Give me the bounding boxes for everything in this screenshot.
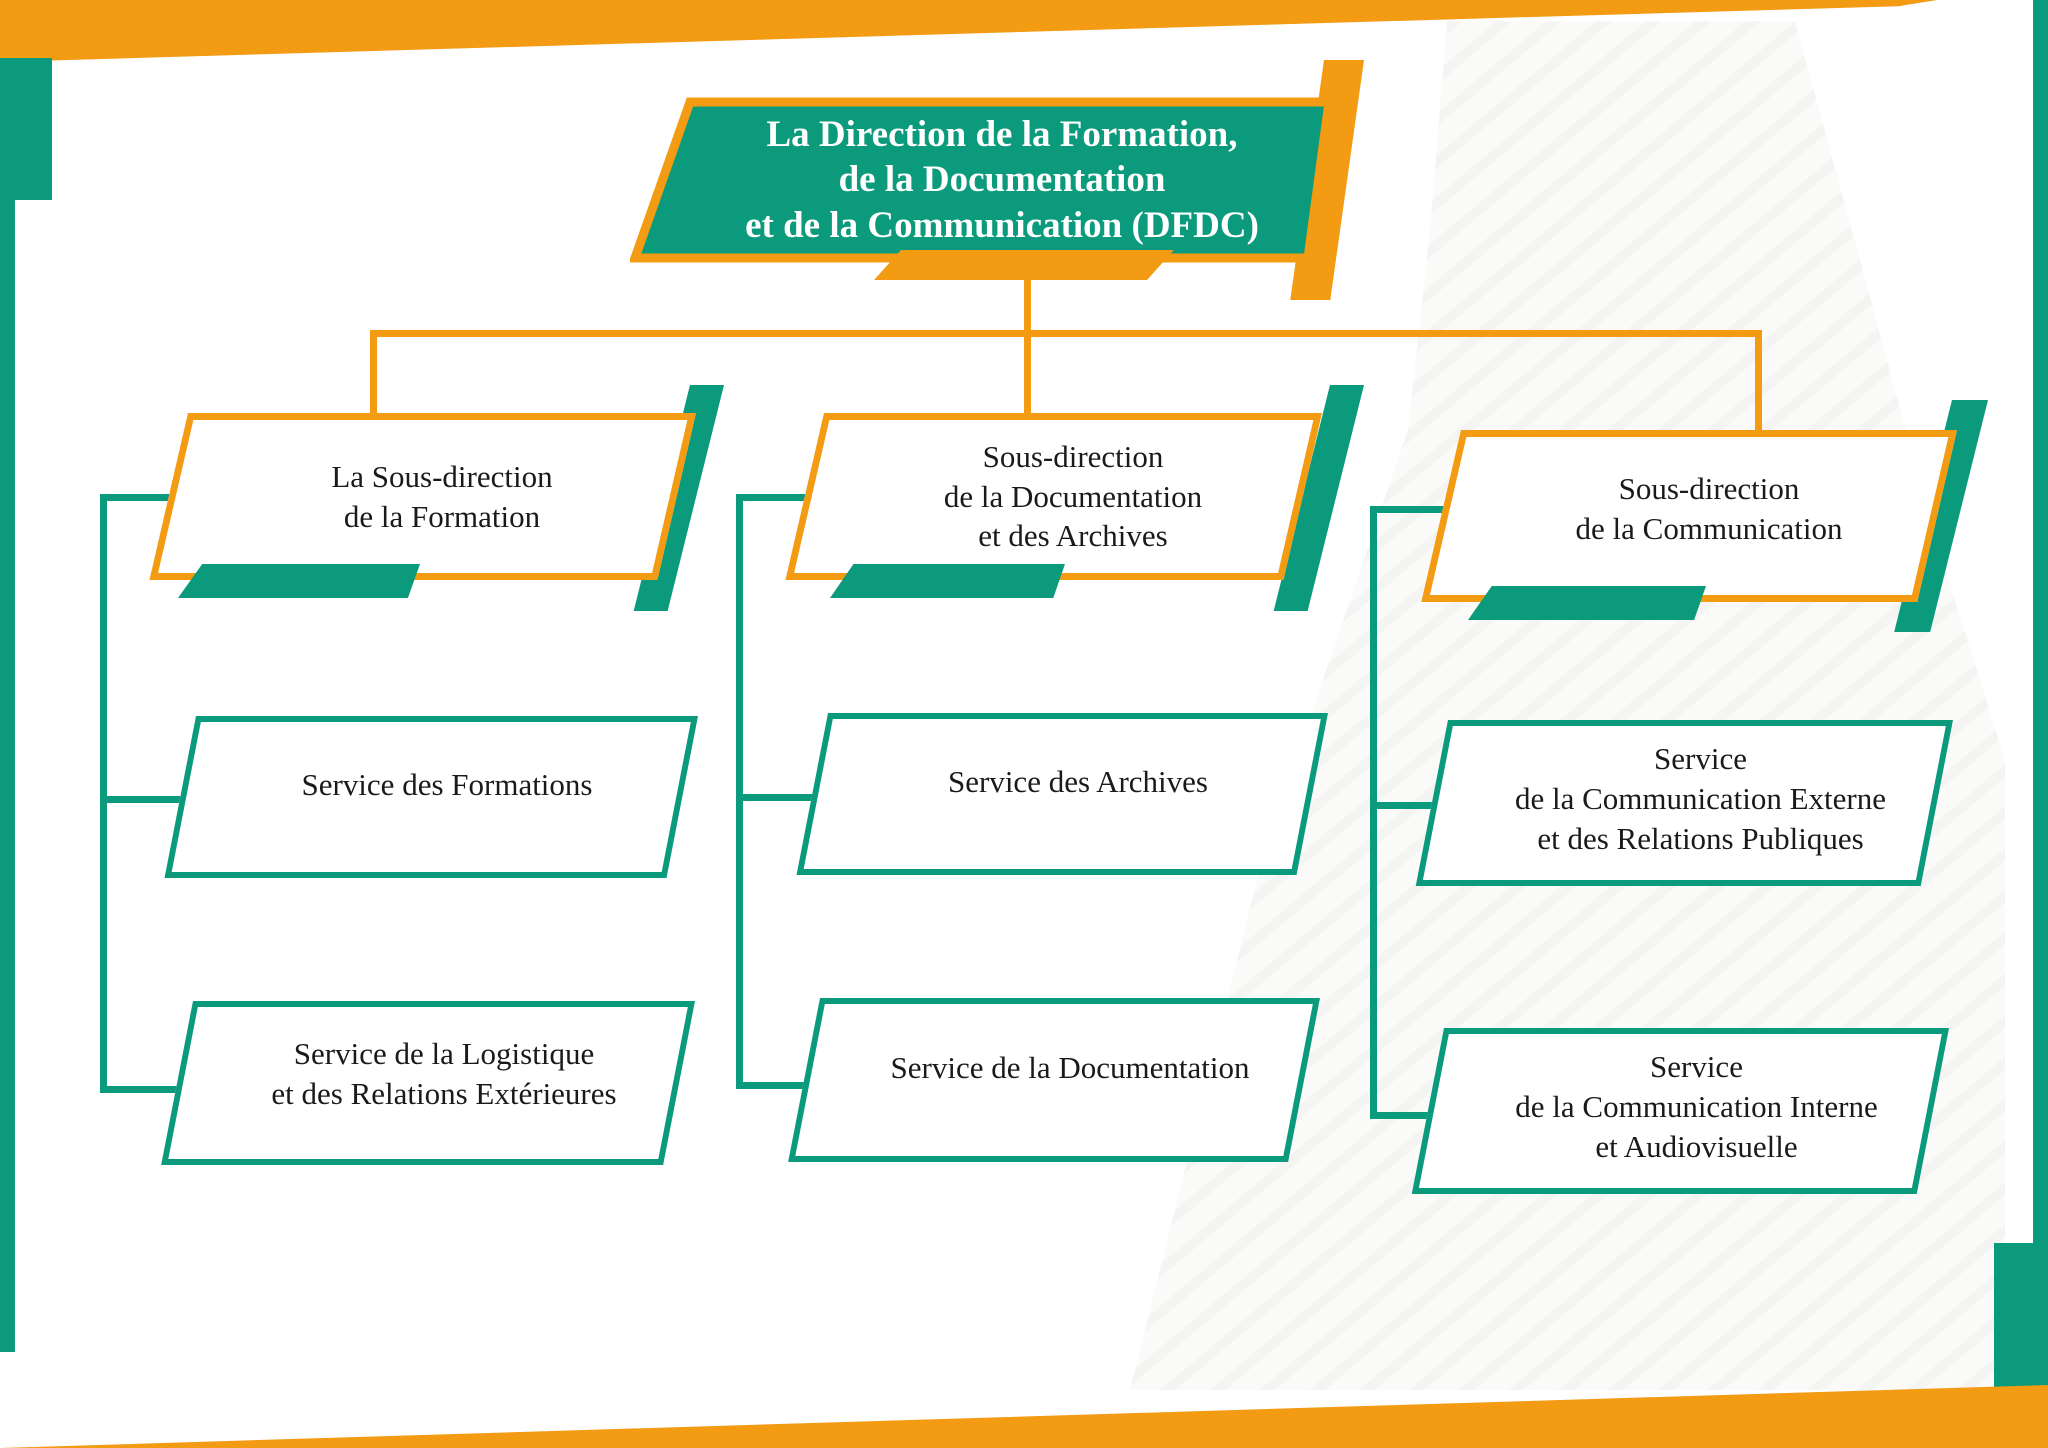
connector-branch3-elbow1 [1370,802,1442,809]
branch-box-documentation: Sous-direction de la Documentation et de… [785,413,1322,580]
connector-branch1-stub [100,494,192,501]
connector-branch2-stub [736,494,824,501]
branch2-label: Sous-direction de la Documentation et de… [943,438,1203,554]
right-green-strip [2033,0,2048,1245]
branch-box-formation: La Sous-direction de la Formation [149,413,696,580]
branch1-label: La Sous-direction de la Formation [331,458,553,534]
service1-1-label: Service des Formations [301,767,593,803]
root-box-orange-bottom-slab [874,250,1174,280]
branch-box-communication: Sous-direction de la Communication [1421,430,1957,602]
connector-branch2-vertical [736,494,743,1088]
connector-branch1-elbow1 [100,796,192,803]
service-box-archives: Service des Archives [796,713,1328,875]
service-box-documentation: Service de la Documentation [788,998,1320,1162]
left-green-strip [0,198,15,1352]
connector-branch2-elbow1 [736,794,822,801]
service-box-communication-externe: Service de la Communication Externe et d… [1415,720,1953,886]
connector-branch1-vertical [100,494,107,1092]
connector-drop-right [1755,330,1762,440]
service2-2-label: Service de la Documentation [890,1050,1250,1086]
branch3-label: Sous-direction de la Communication [1575,471,1843,546]
top-left-green-square [0,58,52,200]
connector-root-vertical [1024,272,1031,336]
connector-branch3-elbow2 [1370,1112,1440,1119]
branch3-green-bottom-slab [1468,586,1706,620]
service-box-logistique: Service de la Logistique et des Relation… [161,1001,695,1165]
connector-drop-left [370,330,377,425]
connector-branch3-stub [1370,506,1448,513]
root-box-shape [630,97,1335,263]
branch1-green-bottom-slab [178,564,420,598]
service3-2-label: Service de la Communication Interne et A… [1515,1049,1878,1164]
root-box-label: La Direction de la Formation, de la Docu… [745,114,1259,246]
connector-branch3-vertical [1370,506,1377,1116]
branch2-green-bottom-slab [830,564,1065,598]
bottom-right-green-block [1994,1243,2048,1391]
connector-horizontal-bus [370,330,1762,337]
service-box-communication-interne: Service de la Communication Interne et A… [1411,1028,1949,1194]
connector-branch2-elbow2 [736,1082,816,1089]
service2-1-label: Service des Archives [948,764,1208,800]
service-box-formations: Service des Formations [164,716,699,878]
service1-2-label: Service de la Logistique et des Relation… [271,1036,617,1111]
connector-drop-middle [1024,330,1031,425]
connector-branch1-elbow2 [100,1086,192,1093]
service3-1-label: Service de la Communication Externe et d… [1514,741,1887,856]
root-box: La Direction de la Formation, de la Docu… [630,96,1338,264]
